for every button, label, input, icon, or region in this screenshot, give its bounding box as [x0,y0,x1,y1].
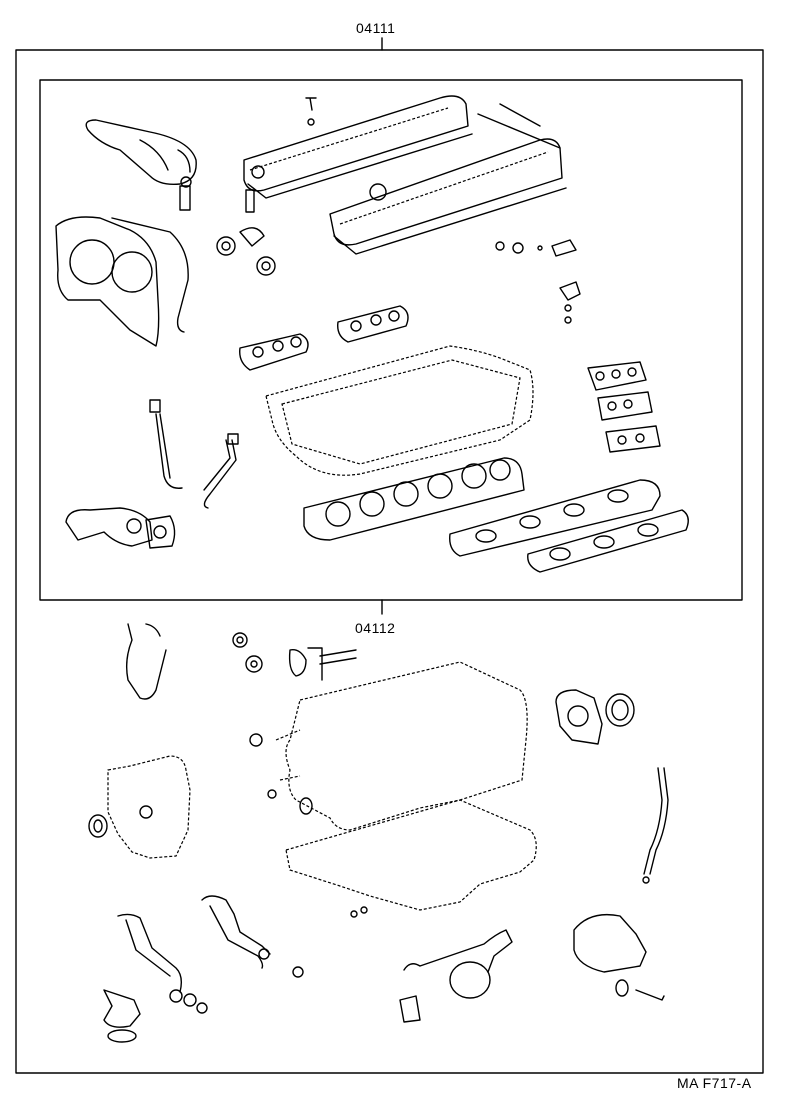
part-valve-cover-right [329,103,567,255]
part-oil-pipe [201,895,304,978]
part-valve-cover-left [243,95,473,199]
part-cylinder-block [275,661,528,831]
part-throttle-gaskets [65,507,176,549]
part-oil-pan-gasket [285,799,537,918]
part-valves [149,399,239,509]
part-water-outlet-upper [85,119,197,211]
part-oil-strainer-left [103,913,208,1043]
part-oil-seals-top [232,632,357,681]
part-head-cover-gasket [265,345,534,476]
part-oil-pump-gasket [88,755,191,859]
part-timing-cover-gasket [55,216,189,347]
part-timing-belt-guide [125,623,167,700]
part-oil-strainer-right [399,929,513,1023]
part-rear-oil-seal [555,689,635,745]
part-exhaust-port-gaskets [587,361,661,453]
part-water-inlet [573,913,665,1001]
figure-code: MA F717-A [677,1075,752,1091]
part-intake-port-gaskets [239,305,409,371]
part-misc-seals-middle [249,733,313,815]
part-number-04112: 04112 [355,620,396,636]
kit-frames [15,37,764,1074]
outer-frame [15,49,764,1074]
part-intake-manifold-gasket [449,479,689,573]
part-dipstick-guide [642,767,669,884]
inner-frame-04111 [39,79,743,601]
part-small-seals-right [495,239,581,324]
part-number-04111: 04111 [356,20,396,36]
part-head-gasket [303,457,525,541]
part-camshaft-seals [216,189,276,276]
